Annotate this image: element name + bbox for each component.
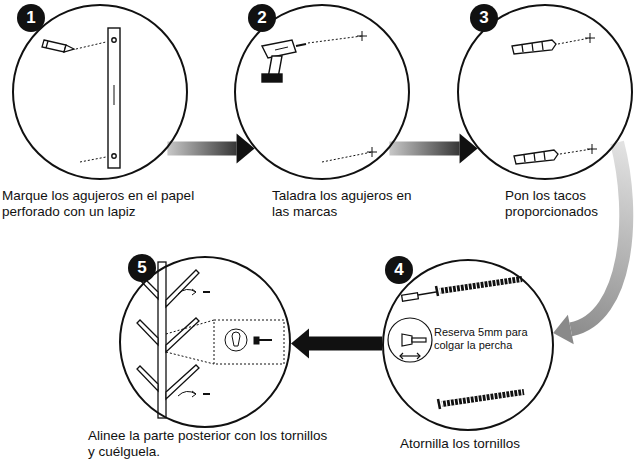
coat-rack	[137, 262, 199, 418]
wall-plugs	[512, 40, 558, 164]
step-caption: Taladra los agujeros en las marcas	[272, 188, 420, 220]
callout-number: 2	[248, 4, 276, 32]
step-arrow	[553, 142, 626, 344]
drill-lines	[308, 31, 377, 162]
step-circle: 4Reserva 5mm para colgar la perchaAtorni…	[382, 259, 554, 431]
plug-lines	[558, 33, 597, 154]
gap-detail	[388, 318, 432, 362]
note-text: Reserva 5mm para colgar la percha	[434, 326, 532, 352]
step-arrow	[167, 134, 254, 164]
step-caption: Atornilla los tornillos	[400, 436, 610, 452]
callout-number: 4	[385, 256, 413, 284]
step-circle: 3Pon los tacos proporcionados	[457, 4, 633, 180]
keyhole-detail	[166, 320, 284, 364]
callout-number: 1	[17, 4, 45, 32]
mark-lines	[76, 42, 106, 162]
step-caption: Marque los agujeros en el papel perforad…	[2, 188, 216, 220]
screwdriver	[402, 292, 436, 301]
mounting-strip	[108, 28, 120, 168]
callout-number: 3	[470, 4, 498, 32]
drill	[262, 40, 306, 82]
hang-markers	[178, 289, 210, 397]
step-arrow	[389, 134, 477, 164]
callout-number: 5	[128, 254, 156, 282]
step-arrow	[291, 329, 382, 359]
step-circle: 2Taladra los agujeros en las marcas	[234, 4, 410, 180]
step-caption: Alinee la parte posterior con los tornil…	[88, 428, 328, 460]
step-circle: 5Alinee la parte posterior con los torni…	[119, 256, 291, 428]
step-circle: 1Marque los agujeros en el papel perfora…	[12, 4, 188, 180]
pencil	[42, 40, 74, 52]
step-caption: Pon los tacos proporcionados	[505, 188, 623, 220]
